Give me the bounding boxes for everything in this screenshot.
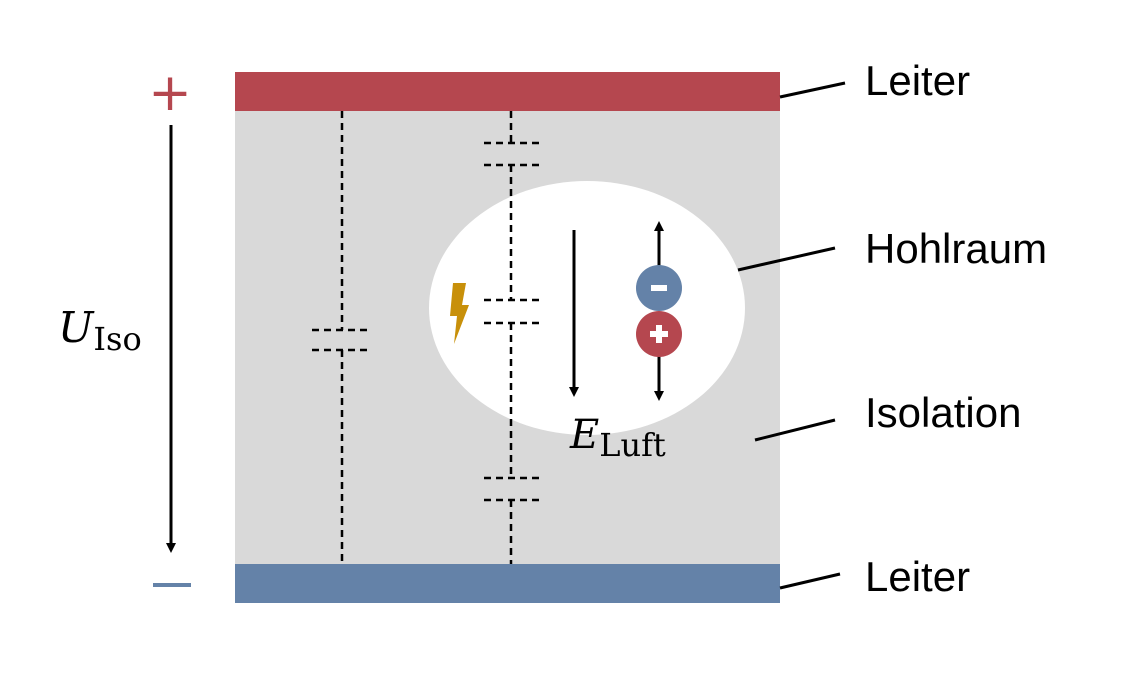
bottom-conductor: [235, 564, 780, 603]
leader-lines: [737, 81, 846, 590]
capacitor-chain-middle: [484, 111, 540, 564]
label-bottom-conductor: Leiter: [865, 553, 970, 600]
voltage-label: UIso: [58, 303, 142, 358]
voltage-plus: +: [148, 63, 192, 123]
label-insulation: Isolation: [865, 389, 1021, 436]
label-top-conductor: Leiter: [865, 57, 970, 104]
capacitor-left: [312, 111, 370, 564]
voltage-minus: [153, 583, 191, 587]
plus-sign-icon-vertical: [656, 325, 662, 343]
top-conductor: [235, 72, 780, 111]
label-cavity: Hohlraum: [865, 225, 1047, 272]
lightning-bolt-icon: [450, 283, 469, 344]
cavity: [429, 181, 745, 435]
minus-sign-icon: [651, 285, 667, 291]
field-label: ELuft: [569, 412, 666, 464]
